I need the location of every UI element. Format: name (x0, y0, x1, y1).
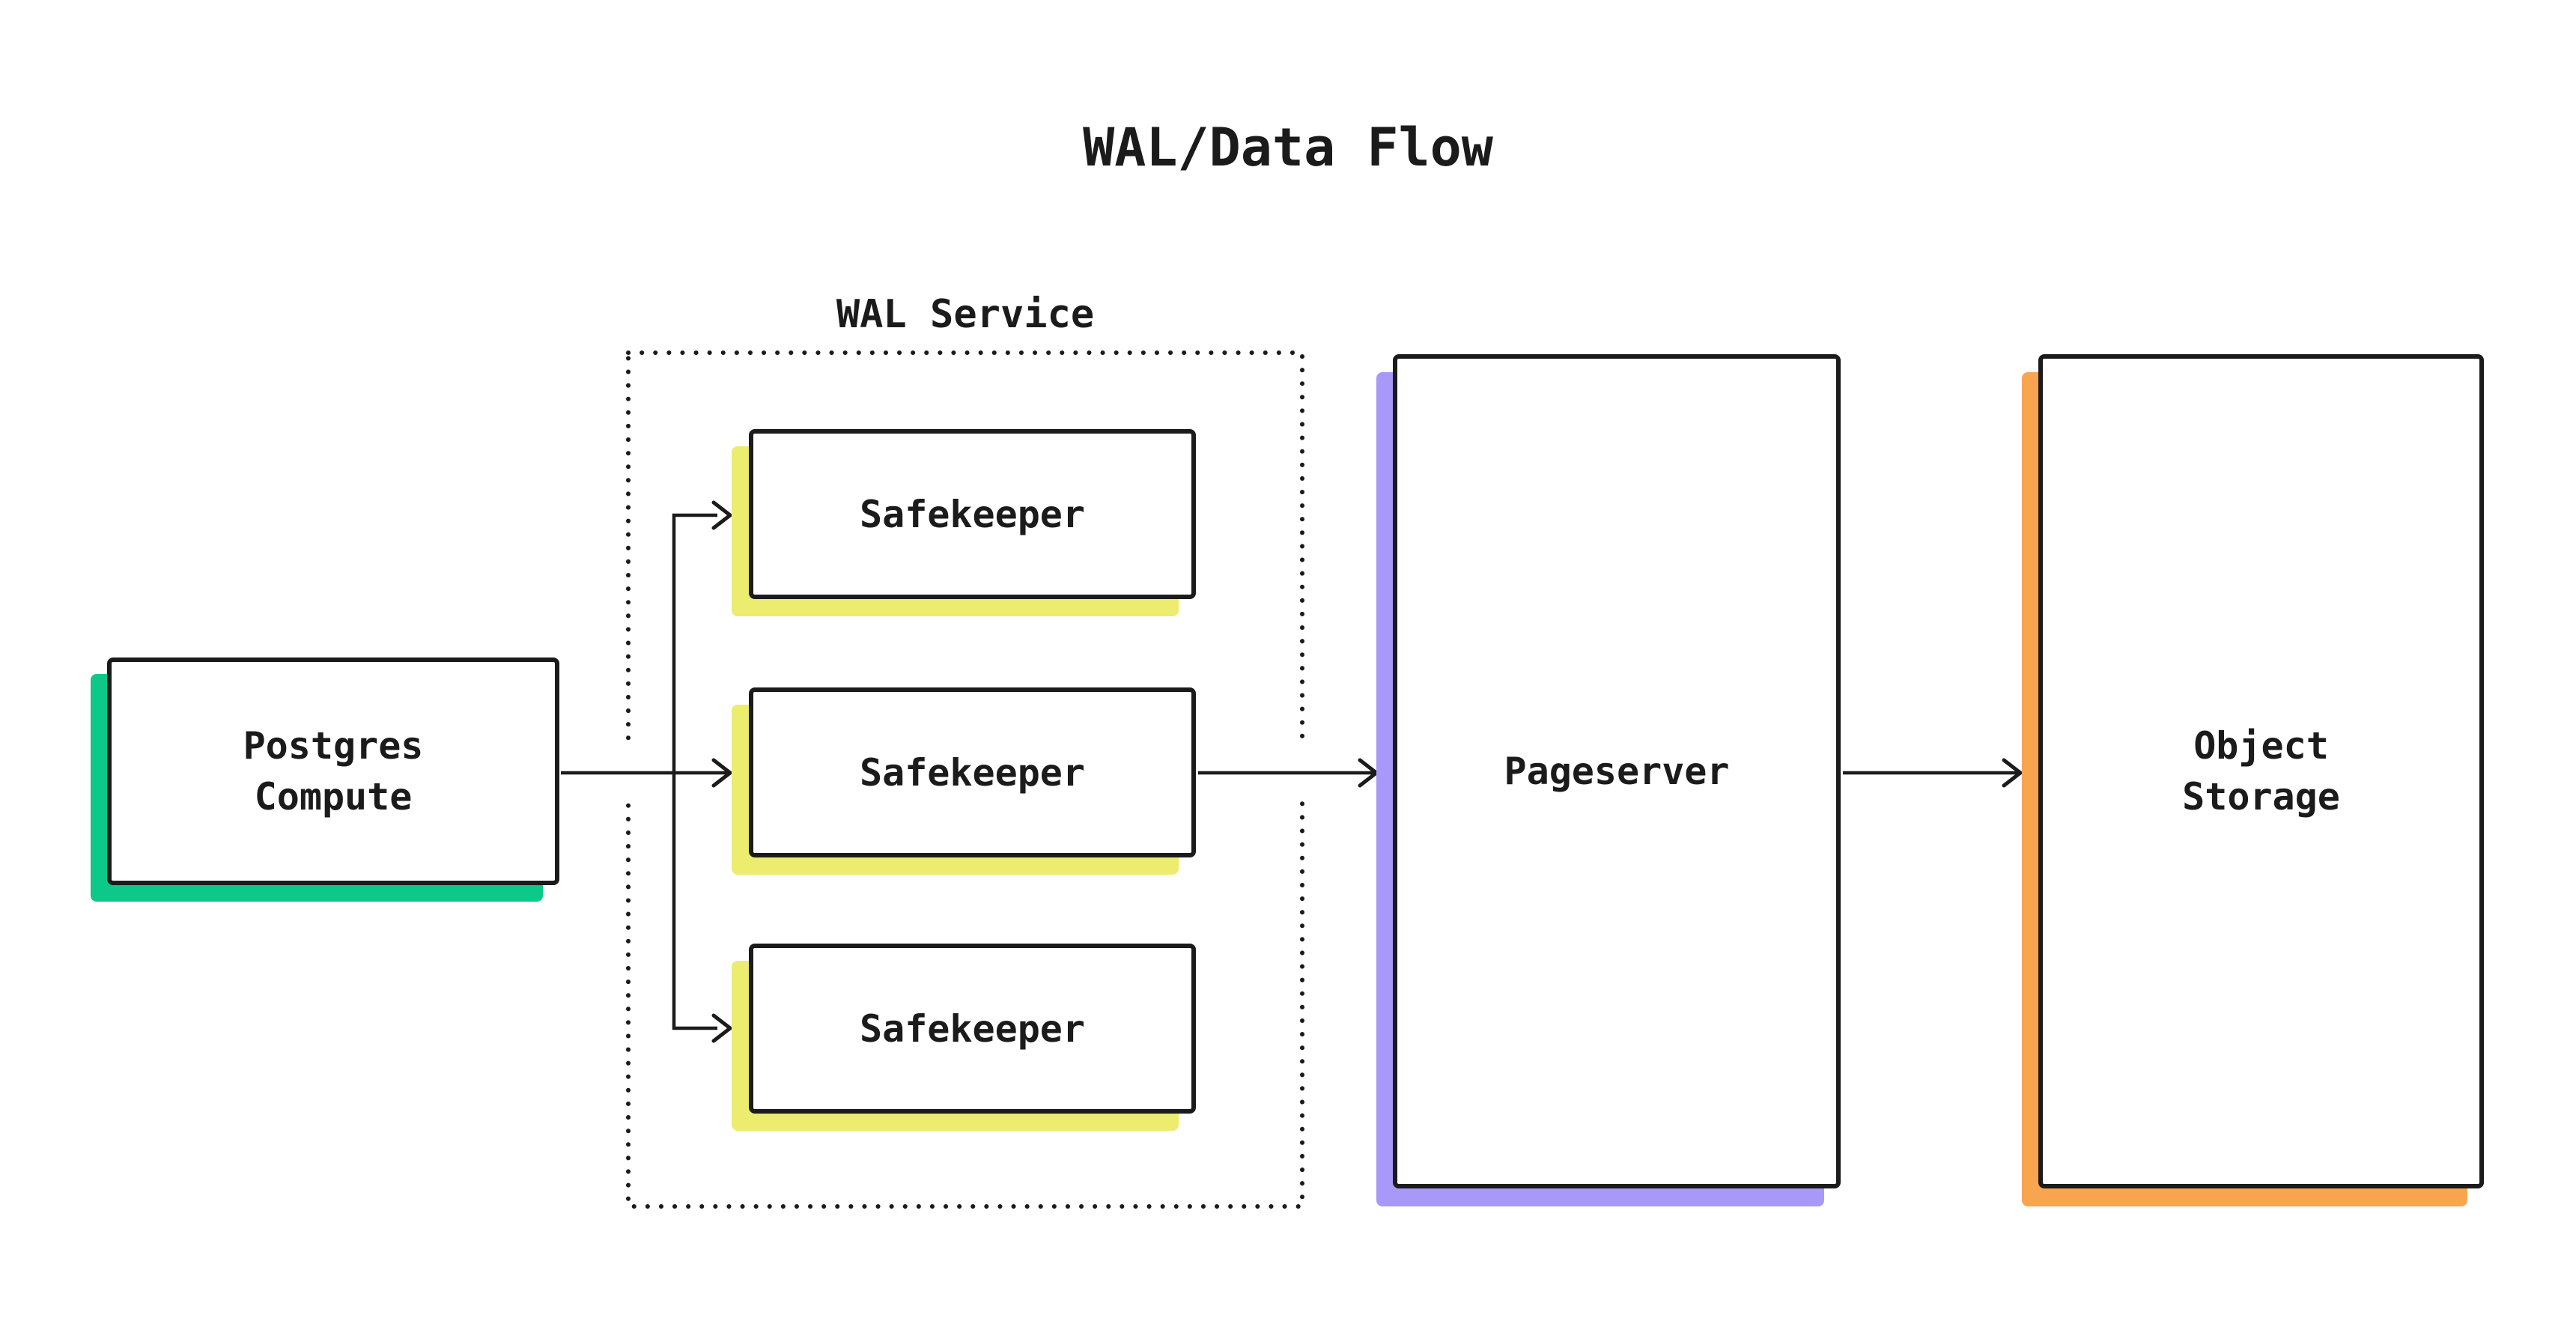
arrowhead-middle-safekeeper-icon (711, 758, 732, 788)
object-storage-label-line1: Object (2193, 724, 2329, 768)
safekeeper-node-2: Safekeeper (749, 687, 1196, 857)
wal-service-label: WAL Service (836, 292, 1095, 337)
postgres-compute-label-line2: Compute (254, 775, 413, 819)
arrowhead-bottom-safekeeper-icon (711, 1013, 732, 1043)
arrowhead-object-storage-icon (2002, 758, 2023, 788)
arrow-branch-trunk (672, 513, 717, 1030)
postgres-compute-label-line1: Postgres (243, 724, 424, 768)
arrowhead-pageserver-icon (1358, 758, 1379, 788)
pageserver-label: Pageserver (1504, 750, 1730, 793)
object-storage-node: Object Storage (2038, 354, 2484, 1188)
pageserver-node: Pageserver (1393, 354, 1841, 1188)
object-storage-label-line2: Storage (2182, 775, 2340, 819)
safekeeper-label: Safekeeper (859, 1006, 1086, 1051)
postgres-compute-node: Postgres Compute (107, 658, 559, 885)
safekeeper-node-1: Safekeeper (749, 429, 1196, 599)
diagram-title: WAL/Data Flow (1083, 117, 1493, 178)
safekeeper-node-3: Safekeeper (749, 944, 1196, 1114)
safekeeper-label: Safekeeper (859, 750, 1086, 795)
arrowhead-top-safekeeper-icon (711, 500, 732, 530)
safekeeper-label: Safekeeper (859, 492, 1086, 536)
